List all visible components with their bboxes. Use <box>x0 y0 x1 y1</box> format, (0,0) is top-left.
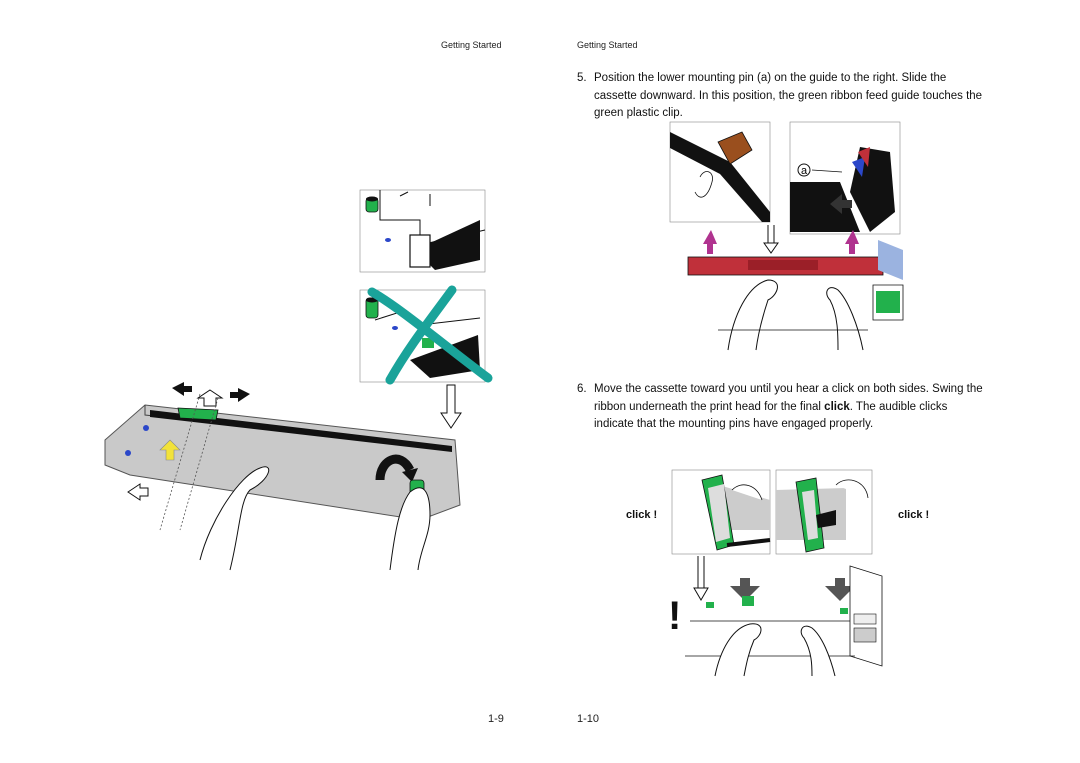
step5-printer-figure <box>687 225 904 351</box>
step6-printer-figure <box>685 556 883 677</box>
step-6-text-before: Move the cassette toward you until you h… <box>594 383 983 413</box>
step6-detail-left <box>671 469 771 555</box>
incorrect-position-figure <box>359 285 493 385</box>
step-6-text-bold: click <box>824 400 850 413</box>
step6-detail-right <box>775 469 873 555</box>
cassette-insertion-figure <box>104 382 461 571</box>
step-6-number: 6. <box>577 383 587 395</box>
step-5-text: Position the lower mounting pin (a) on t… <box>594 72 983 119</box>
pin-label-a: a <box>801 165 808 177</box>
step-6: 6. Move the cassette toward you until yo… <box>577 381 987 434</box>
warning-mark: ! <box>668 594 682 638</box>
right-page-number: 1-10 <box>577 713 600 725</box>
click-label-left: click ! <box>626 509 658 521</box>
click-label-right: click ! <box>898 509 930 521</box>
down-arrow-icon <box>440 384 462 429</box>
cassette-detail-figure <box>359 189 486 273</box>
step-6-text: Move the cassette toward you until you h… <box>594 381 987 434</box>
left-page-number: 1-9 <box>488 713 504 725</box>
right-page-header: Getting Started <box>577 40 638 50</box>
step5-detail-right: a <box>789 121 901 235</box>
step5-detail-left <box>669 121 771 223</box>
step-6-text-after: . The audible clicks indicate that the m… <box>594 400 948 431</box>
left-page-header: Getting Started <box>441 40 502 50</box>
step-5-number: 5. <box>577 72 587 84</box>
step-5: 5. Position the lower mounting pin (a) o… <box>577 70 987 123</box>
